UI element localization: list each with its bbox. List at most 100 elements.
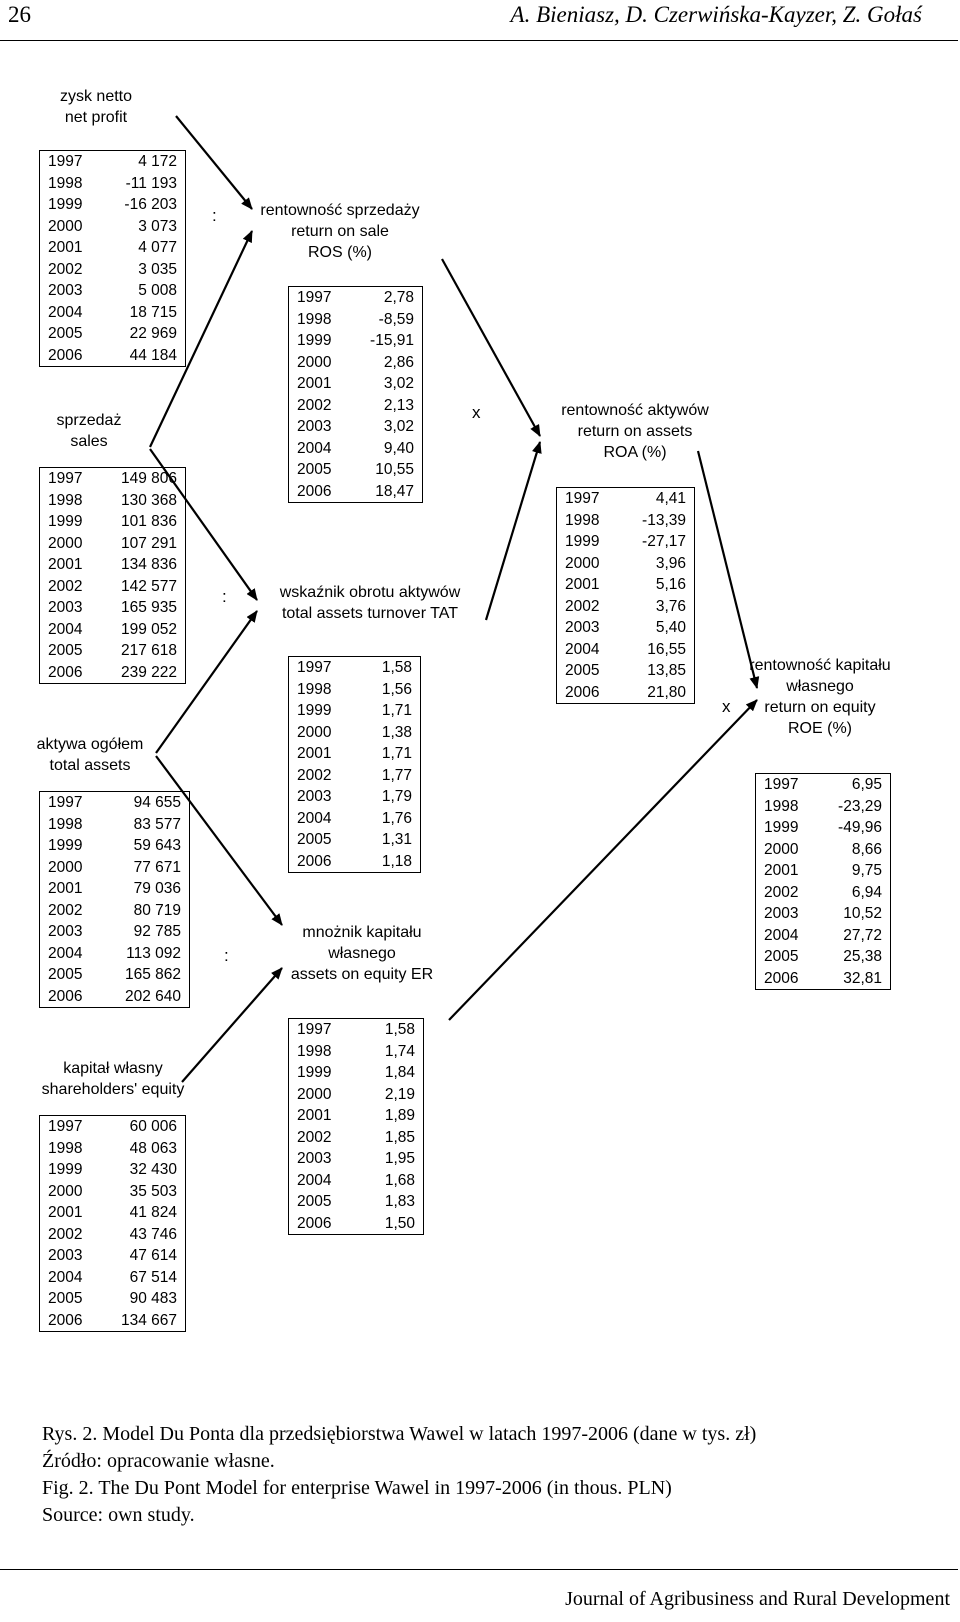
year-cell: 1998 xyxy=(565,511,600,529)
value-cell: -27,17 xyxy=(642,533,686,550)
table-row: 2003 1,95 xyxy=(289,1148,424,1170)
year-cell: 1998 xyxy=(297,680,332,698)
year-cell: 2002 xyxy=(48,1225,83,1243)
table-row: 1998-8,59 xyxy=(289,309,423,331)
running-head-authors: A. Bieniasz, D. Czerwińska-Kayzer, Z. Go… xyxy=(510,2,922,27)
year-cell: 2005 xyxy=(764,948,799,965)
value-cell: 239 222 xyxy=(120,663,177,681)
value-cell: 83 577 xyxy=(133,815,181,833)
value-cell: -16 203 xyxy=(124,196,177,213)
value-cell: 27,72 xyxy=(843,926,882,944)
figure-caption: Rys. 2. Model Du Ponta dla przedsiębiors… xyxy=(42,1421,756,1529)
value-cell: 1,95 xyxy=(384,1150,415,1167)
year-cell: 2000 xyxy=(48,534,83,552)
year-cell: 2006 xyxy=(297,482,332,500)
table-row: 2004 113 092 xyxy=(40,943,190,965)
year-cell: 2003 xyxy=(48,923,83,940)
value-cell: 4 077 xyxy=(138,239,177,256)
year-cell: 1999 xyxy=(48,1161,83,1178)
year-cell: 2002 xyxy=(48,901,83,919)
year-cell: 2005 xyxy=(297,461,332,478)
year-cell: 2003 xyxy=(48,599,83,616)
value-cell: 3,96 xyxy=(655,554,686,572)
value-cell: 1,71 xyxy=(381,745,412,762)
year-cell: 2005 xyxy=(48,642,83,659)
year-cell: 1997 xyxy=(48,1118,83,1135)
year-cell: 1999 xyxy=(48,837,83,854)
year-cell: 2003 xyxy=(297,788,332,805)
value-cell: 44 184 xyxy=(129,346,177,364)
year-cell: 1997 xyxy=(48,794,83,811)
value-cell: 165 862 xyxy=(124,966,181,983)
arrow-er-to-roe xyxy=(448,699,758,1021)
year-cell: 2002 xyxy=(297,1128,332,1146)
value-cell: 3,02 xyxy=(383,375,414,392)
year-cell: 2000 xyxy=(764,840,799,858)
value-cell: 1,58 xyxy=(384,1021,415,1038)
year-cell: 1997 xyxy=(297,659,332,676)
year-cell: 2002 xyxy=(565,597,600,615)
value-cell: 8,66 xyxy=(851,840,882,858)
value-cell: 77 671 xyxy=(133,858,181,876)
year-cell: 2004 xyxy=(565,640,600,658)
value-cell: 59 643 xyxy=(133,837,181,854)
arrow-ros-to-roa xyxy=(441,258,541,437)
value-cell: -11 193 xyxy=(125,174,177,192)
caption-source-pl: Źródło: opracowanie własne. xyxy=(42,1450,275,1472)
year-cell: 2006 xyxy=(297,852,332,870)
year-cell: 2001 xyxy=(48,880,83,897)
year-cell: 2003 xyxy=(297,1150,332,1167)
value-cell: 113 092 xyxy=(126,944,181,962)
value-cell: 134 667 xyxy=(120,1311,177,1329)
value-cell: 2,78 xyxy=(383,289,414,306)
value-cell: 90 483 xyxy=(129,1290,177,1307)
value-cell: 1,58 xyxy=(381,659,412,676)
year-cell: 2004 xyxy=(48,303,83,321)
value-cell: 32,81 xyxy=(843,969,882,987)
value-cell: 80 719 xyxy=(133,901,181,919)
year-cell: 1999 xyxy=(764,819,799,836)
arrow-assets-to-er xyxy=(155,755,283,926)
year-cell: 2006 xyxy=(48,987,83,1005)
table-row: 1998-13,39 xyxy=(557,510,695,532)
table-row: 2004 27,72 xyxy=(756,925,891,947)
table-row: 1999 59 643 xyxy=(40,835,190,857)
value-cell: 1,71 xyxy=(381,702,412,719)
year-cell: 1997 xyxy=(764,776,799,793)
year-cell: 2004 xyxy=(48,944,83,962)
arrow-sales-to-tat xyxy=(149,448,258,601)
year-cell: 2004 xyxy=(764,926,799,944)
value-cell: -8,59 xyxy=(378,310,414,328)
value-cell: 13,85 xyxy=(647,662,686,679)
arrow-sales-to-ros xyxy=(149,230,253,448)
value-cell: 60 006 xyxy=(129,1118,177,1135)
year-cell: 2006 xyxy=(48,663,83,681)
value-cell: 107 291 xyxy=(120,534,177,552)
value-cell: 2,19 xyxy=(384,1085,415,1103)
year-cell: 2000 xyxy=(297,353,332,371)
divide-operator-ros: : xyxy=(212,206,217,225)
